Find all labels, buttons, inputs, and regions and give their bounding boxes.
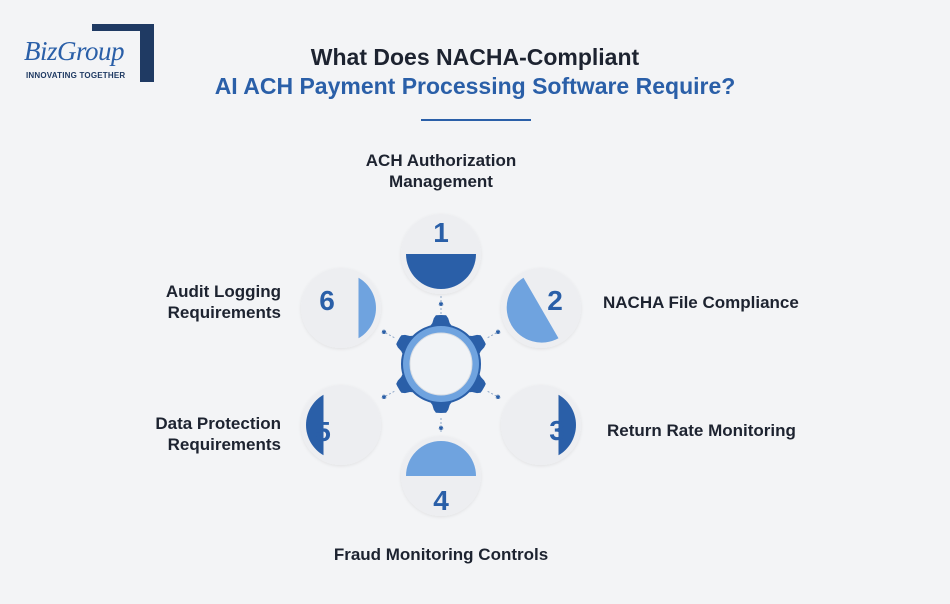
step-4-number: 4	[433, 485, 449, 516]
step-2-label: NACHA File Compliance	[603, 292, 799, 313]
step-3-label: Return Rate Monitoring	[607, 420, 796, 441]
step-2-label-line1: NACHA File Compliance	[603, 293, 799, 312]
step-6: 6	[301, 268, 381, 348]
step-3-half-fill	[558, 394, 576, 456]
title-divider	[421, 119, 531, 121]
step-5-label: Data Protection Requirements	[155, 413, 281, 455]
step-3-number: 3	[549, 415, 565, 446]
step-4-label: Fraud Monitoring Controls	[311, 544, 571, 565]
bizgroup-logo: BizGroup INNOVATING TOGETHER	[22, 24, 162, 84]
step-1-number: 1	[433, 217, 449, 248]
step-5-label-line2: Requirements	[167, 435, 281, 454]
step-4-half-fill	[406, 441, 476, 476]
step-6-half-fill	[358, 277, 376, 339]
step-2-number: 2	[547, 285, 563, 316]
step-1-label: ACH Authorization Management	[341, 150, 541, 192]
connectors	[381, 296, 501, 432]
step-5: 5	[301, 385, 381, 465]
logo-tagline: INNOVATING TOGETHER	[26, 71, 126, 80]
page-title-line2: AI ACH Payment Processing Software Requi…	[214, 73, 736, 99]
central-gear-icon	[396, 315, 486, 413]
step-5-half-fill	[306, 394, 324, 456]
gear-center	[409, 332, 473, 396]
step-6-number: 6	[319, 285, 335, 316]
step-1-label-line1: ACH Authorization	[365, 151, 517, 170]
step-4-label-line1: Fraud Monitoring Controls	[333, 545, 549, 564]
page-title-line1: What Does NACHA-Compliant	[310, 44, 640, 70]
step-6-label-line1: Audit Logging	[165, 282, 281, 301]
step-5-number: 5	[315, 416, 331, 447]
step-4: 4	[401, 436, 481, 516]
step-3-label-line1: Return Rate Monitoring	[607, 421, 796, 440]
logo-frame-bar	[140, 24, 154, 82]
step-2-half-fill	[506, 277, 559, 343]
step-5-label-line1: Data Protection	[155, 414, 281, 433]
step-2: 2	[501, 268, 581, 348]
step-6-label: Audit Logging Requirements	[166, 281, 281, 323]
step-3: 3	[501, 385, 581, 465]
step-6-label-line2: Requirements	[167, 303, 281, 322]
step-1-label-line2: Management	[389, 172, 493, 191]
step-1: 1	[401, 214, 481, 294]
step-1-half-fill	[406, 254, 476, 289]
logo-name: BizGroup	[24, 36, 127, 67]
